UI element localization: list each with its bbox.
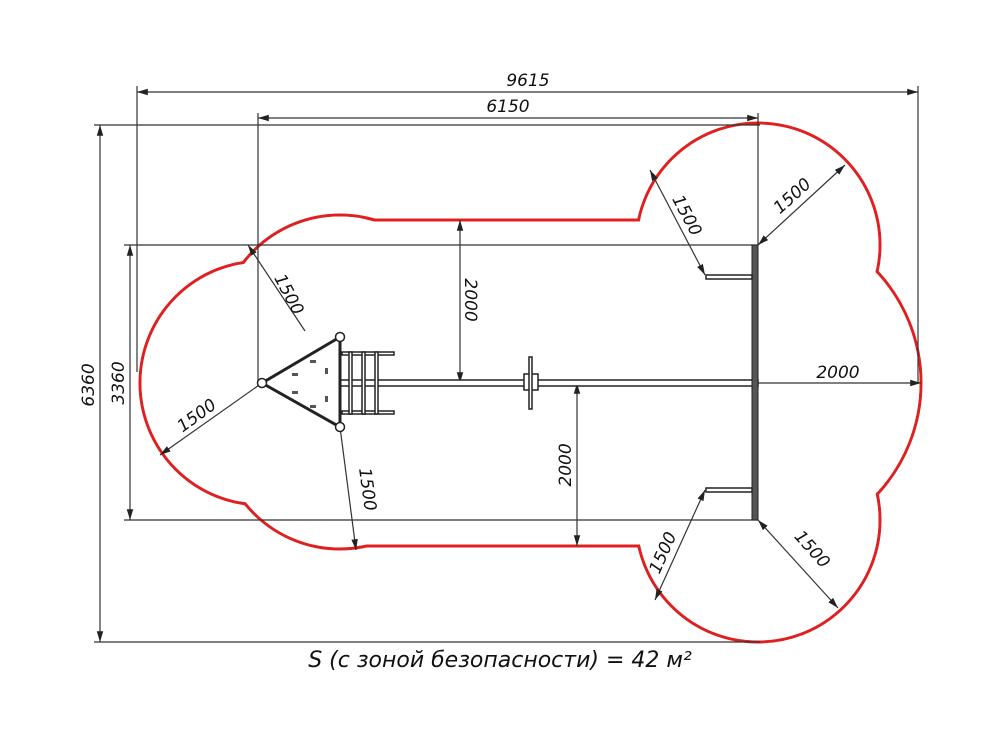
- handle-bottom: [705, 487, 753, 493]
- dim-clearance-bottom: 2000: [556, 443, 576, 486]
- dim-clearance-top: 2000: [460, 278, 480, 321]
- dim-6150: 6150: [486, 97, 529, 117]
- handle-top: [705, 274, 753, 280]
- end-frame: [751, 244, 759, 521]
- triangle-platform: [258, 334, 342, 430]
- dim-3360: 3360: [109, 361, 129, 404]
- area-caption: S (с зоной безопасности) = 42 м²: [308, 648, 692, 673]
- dim-6360: 6360: [79, 363, 99, 406]
- dim-9615: 9615: [506, 71, 549, 91]
- main-beam: [339, 379, 759, 387]
- dim-clearance-right: 2000: [816, 363, 859, 383]
- equipment: [256, 244, 759, 521]
- center-joint: [523, 356, 539, 410]
- dimension-lines: [94, 86, 921, 643]
- ladder: [341, 351, 395, 415]
